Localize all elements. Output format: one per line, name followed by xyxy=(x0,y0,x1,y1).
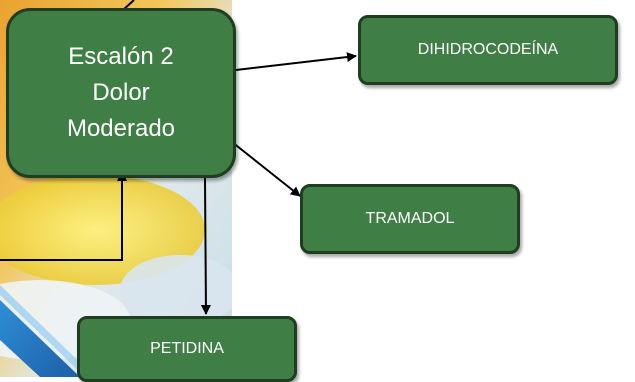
main-node-line-2: Dolor xyxy=(92,79,150,106)
main-node-line-3: Moderado xyxy=(66,115,176,142)
connector-to-dihidrocodeina xyxy=(235,52,357,71)
node-dihidrocodeina-label: DIHIDROCODEÍNA xyxy=(417,41,559,58)
node-petidina-label: PETIDINA xyxy=(150,340,224,357)
main-node-escalon-2: Escalón 2 Dolor Moderado xyxy=(6,8,236,178)
node-dihidrocodeina: DIHIDROCODEÍNA xyxy=(358,15,618,85)
connector-to-tramadol xyxy=(231,141,301,197)
main-node-line-1: Escalón 2 xyxy=(68,43,174,70)
node-tramadol-label: TRAMADOL xyxy=(365,210,455,227)
node-tramadol: TRAMADOL xyxy=(300,184,520,254)
node-petidina: PETIDINA xyxy=(77,316,297,382)
